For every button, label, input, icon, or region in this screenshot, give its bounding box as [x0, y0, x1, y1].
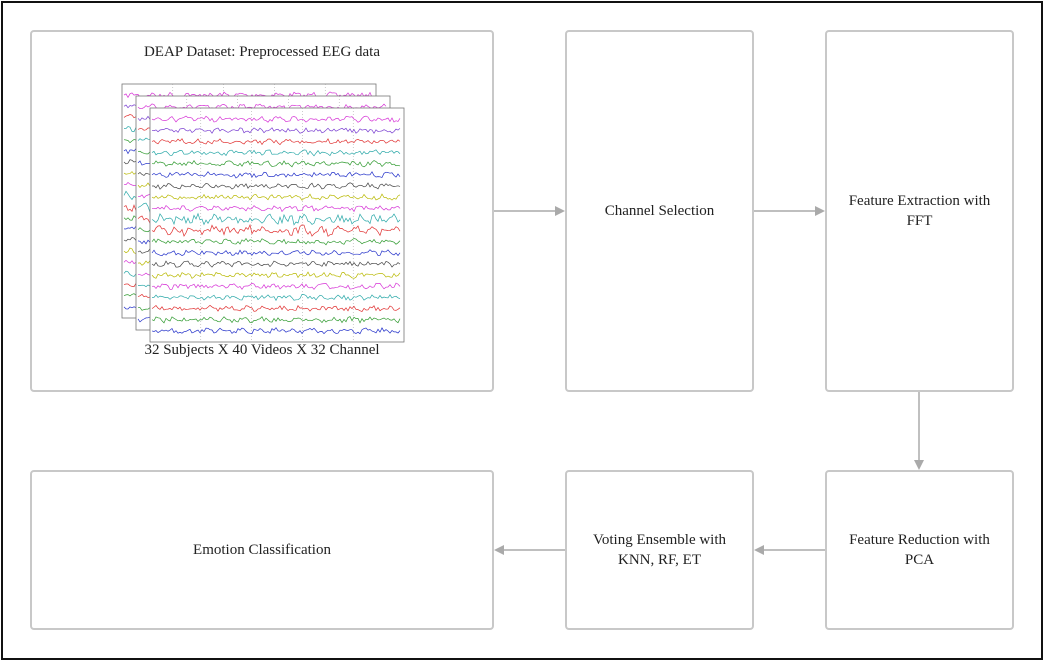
eeg-trace: [152, 182, 401, 190]
arrow-fft-to-pca-head: [914, 460, 924, 470]
eeg-trace: [151, 171, 401, 179]
eeg-trace: [151, 149, 401, 157]
feature-reduction-box: Feature Reduction with PCA: [825, 470, 1014, 630]
emotion-classification-label: Emotion Classification: [193, 542, 331, 558]
arrow-channel-to-fft-head: [815, 206, 825, 216]
arrow-dataset-to-channel-head: [555, 206, 565, 216]
arrow-pca-to-voting-head: [754, 545, 764, 555]
eeg-trace: [151, 327, 401, 335]
eeg-trace: [151, 138, 401, 146]
eeg-trace: [151, 115, 401, 123]
eeg-trace: [152, 294, 401, 302]
eeg-trace: [151, 127, 401, 134]
eeg-trace: [151, 237, 401, 246]
eeg-trace: [151, 282, 401, 290]
eeg-signal-stack: [121, 83, 405, 343]
eeg-trace: [151, 249, 401, 257]
eeg-trace: [151, 316, 401, 324]
voting-ensemble-box: Voting Ensemble with KNN, RF, ET: [565, 470, 754, 630]
eeg-trace: [151, 271, 401, 279]
eeg-trace: [151, 260, 401, 268]
dataset-caption: 32 Subjects X 40 Videos X 32 Channel: [144, 342, 380, 358]
emotion-classification-box: Emotion Classification: [30, 470, 494, 630]
voting-ensemble-label: Voting Ensemble with KNN, RF, ET: [592, 532, 727, 568]
eeg-trace: [151, 193, 401, 201]
eeg-panel: [149, 107, 405, 343]
eeg-trace: [151, 304, 401, 313]
feature-extraction-box: Feature Extraction with FFT: [825, 30, 1014, 392]
eeg-trace: [152, 204, 401, 213]
feature-reduction-label: Feature Reduction with PCA: [849, 532, 990, 568]
feature-extraction-label: Feature Extraction with FFT: [848, 193, 991, 229]
channel-selection-label: Channel Selection: [604, 203, 715, 219]
dataset-title: DEAP Dataset: Preprocessed EEG data: [143, 44, 381, 60]
dataset-box: DEAP Dataset: Preprocessed EEG data 32 S…: [30, 30, 494, 392]
eeg-trace: [151, 160, 401, 168]
arrow-voting-to-emotion-head: [494, 545, 504, 555]
channel-selection-box: Channel Selection: [565, 30, 754, 392]
eeg-trace: [151, 223, 401, 237]
eeg-trace: [151, 212, 401, 226]
